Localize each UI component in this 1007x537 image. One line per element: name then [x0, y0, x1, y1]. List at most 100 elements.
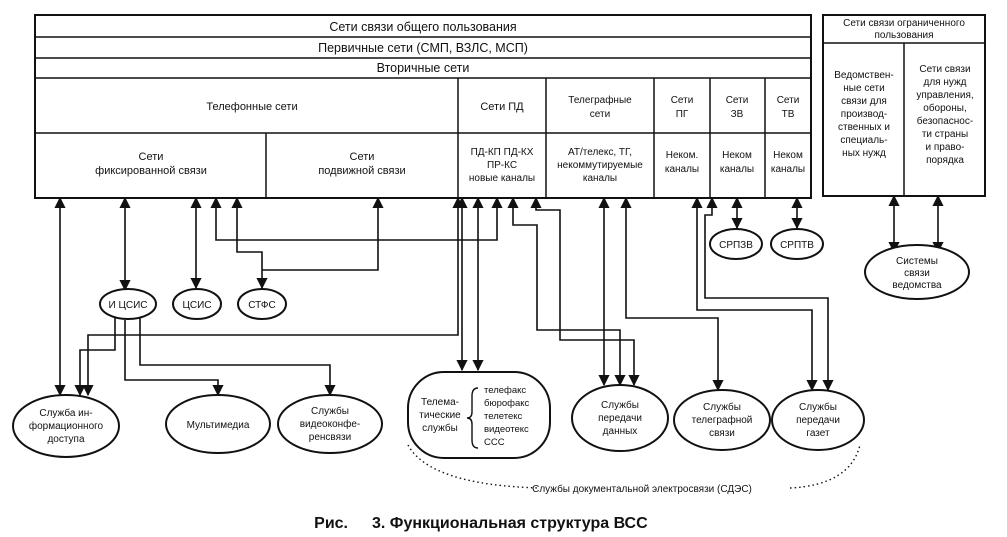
pg-networks-label-2: ПГ: [676, 109, 689, 120]
departmental-line-7: ных нужд: [842, 148, 886, 159]
telematic-label-3: службы: [422, 422, 458, 434]
zv-channels-label-2: каналы: [720, 164, 754, 175]
government-networks-label: Сети связи для нужд управления,обороны,без…: [916, 64, 973, 166]
icsis-node: И ЦСИС: [99, 288, 157, 320]
telematic-list-4: видеотекс: [484, 424, 529, 435]
srpzv-node: СРПЗВ: [709, 228, 763, 260]
secondary-networks-label: Вторичные сети: [377, 61, 470, 75]
government-line-3: управления,: [916, 90, 973, 101]
newspaper-service: Службы передачи газет: [771, 389, 865, 451]
dept-systems-label-2: связи: [904, 268, 930, 279]
telegraph-channels-label-2: некоммутируемые: [557, 160, 643, 171]
info-access-service: Служба ин- формационного доступа: [12, 394, 120, 458]
zv-networks-label-2: ЗВ: [731, 109, 744, 120]
telegraph-service-label-1: Службы: [703, 401, 741, 413]
newspaper-service-label-3: газет: [806, 428, 830, 439]
public-networks-block: Сети связи общего пользования Первичные …: [34, 14, 812, 199]
departmental-line-2: ные сети: [843, 83, 884, 94]
tv-channels-label-1: Неком: [773, 150, 803, 161]
government-line-8: порядка: [926, 155, 964, 166]
mobile-networks-label-2: подвижной связи: [318, 165, 405, 177]
government-line-1: Сети связи: [919, 64, 970, 75]
data-service-label-2: передачи: [598, 413, 642, 424]
telegraph-networks-label-1: Телеграфные: [568, 94, 632, 106]
sdes-dotted-arc: [407, 444, 861, 489]
telegraph-channels-label-3: каналы: [583, 173, 617, 184]
telematic-list-2: бюрофакс: [484, 398, 529, 409]
info-access-label-3: доступа: [47, 434, 85, 445]
zv-channels-label-1: Неком: [722, 150, 752, 161]
pg-networks-label-1: Сети: [671, 95, 694, 106]
telegraph-networks-label-2: сети: [590, 109, 610, 120]
stfs-node: СТФС: [237, 288, 287, 320]
fixed-networks-label-1: Сети: [139, 151, 164, 163]
zv-networks-label-1: Сети: [726, 95, 749, 106]
telegraph-service-label-2: телеграфной: [692, 414, 753, 426]
government-line-2: для нужд: [923, 77, 966, 88]
data-service-label-3: данных: [603, 426, 638, 437]
connectors: [54, 194, 944, 397]
pd-channels-label-2: ПР-КС: [487, 160, 517, 171]
fixed-networks-label-2: фиксированной связи: [95, 165, 207, 177]
departmental-line-6: специаль-: [840, 135, 887, 146]
figure-caption-text: 3. Функциональная структура ВСС: [372, 515, 648, 532]
sdes-label: Службы документальной электросвязи (СДЭС…: [532, 483, 752, 495]
mobile-networks-label-1: Сети: [350, 151, 375, 163]
departmental-line-3: связи для: [841, 96, 887, 107]
pd-channels-label-3: новые каналы: [469, 173, 535, 184]
telematic-label-2: тические: [419, 410, 461, 421]
primary-networks-label: Первичные сети (СМП, ВЗЛС, МСП): [318, 41, 528, 55]
multimedia-label: Мультимедиа: [187, 420, 250, 431]
telematic-label-1: Телема-: [421, 397, 459, 408]
srptv-node: СРПТВ: [770, 228, 824, 260]
government-line-5: безопаснос-: [917, 115, 973, 127]
telematic-list-3: телетекс: [484, 411, 523, 422]
government-line-6: ти страны: [922, 129, 968, 140]
multimedia-service: Мультимедиа: [165, 394, 271, 454]
restricted-networks-title-1: Сети связи ограниченного: [843, 18, 965, 29]
stfs-label: СТФС: [248, 300, 276, 311]
videoconf-label-2: видеоконфе-: [300, 418, 361, 430]
tv-networks-label-2: ТВ: [782, 109, 795, 120]
videoconf-label-3: ренсвязи: [309, 432, 351, 443]
telematic-list-5: ССС: [484, 437, 505, 448]
data-service: Службы передачи данных: [571, 384, 669, 452]
tv-channels-label-2: каналы: [771, 164, 805, 175]
data-service-label-1: Службы: [601, 399, 639, 411]
public-networks-title: Сети связи общего пользования: [329, 20, 516, 34]
dept-systems-label-3: ведомства: [892, 280, 942, 291]
srpzv-label: СРПЗВ: [719, 240, 753, 251]
tsis-label: ЦСИС: [182, 300, 211, 311]
telematic-services: Телема- тические службы телефакс бюрофак…: [407, 371, 551, 459]
pg-channels-label-2: каналы: [665, 164, 699, 175]
departmental-networks-label: Ведомствен-ные сети связи для производ-ств…: [834, 70, 893, 159]
srptv-label: СРПТВ: [780, 240, 814, 251]
videoconf-service: Службы видеоконфе- ренсвязи: [277, 394, 383, 454]
newspaper-service-label-2: передачи: [796, 415, 840, 426]
restricted-networks-title-2: пользования: [874, 30, 933, 41]
government-line-7: и право-: [926, 142, 965, 153]
pd-networks-label: Сети ПД: [480, 101, 524, 113]
restricted-networks-block: Сети связи ограниченного пользования: [822, 14, 986, 197]
departmental-line-1: Ведомствен-: [834, 70, 893, 81]
telematic-list-1: телефакс: [484, 385, 526, 396]
videoconf-label-1: Службы: [311, 405, 349, 417]
pg-channels-label-1: Неком.: [666, 150, 699, 161]
info-access-label-2: формационного: [29, 420, 104, 432]
telegraph-service: Службы телеграфной связи: [673, 389, 771, 451]
tsis-node: ЦСИС: [172, 288, 222, 320]
newspaper-service-label-1: Службы: [799, 401, 837, 413]
telegraph-service-label-3: связи: [709, 428, 735, 439]
departmental-line-4: производ-: [841, 109, 887, 120]
telegraph-channels-label-1: АТ/телекс, ТГ,: [568, 147, 632, 158]
dept-systems-label-1: Системы: [896, 256, 938, 267]
telephone-networks-label: Телефонные сети: [206, 101, 297, 113]
tv-networks-label-1: Сети: [777, 95, 800, 106]
figure-caption-label: Рис.: [314, 515, 348, 532]
pd-channels-label-1: ПД-КП ПД-КХ: [471, 147, 534, 158]
icsis-label: И ЦСИС: [109, 300, 148, 311]
departmental-line-5: ственных и: [838, 122, 890, 133]
dept-systems-node: Системы связи ведомства: [864, 244, 970, 300]
government-line-4: обороны,: [923, 102, 966, 114]
